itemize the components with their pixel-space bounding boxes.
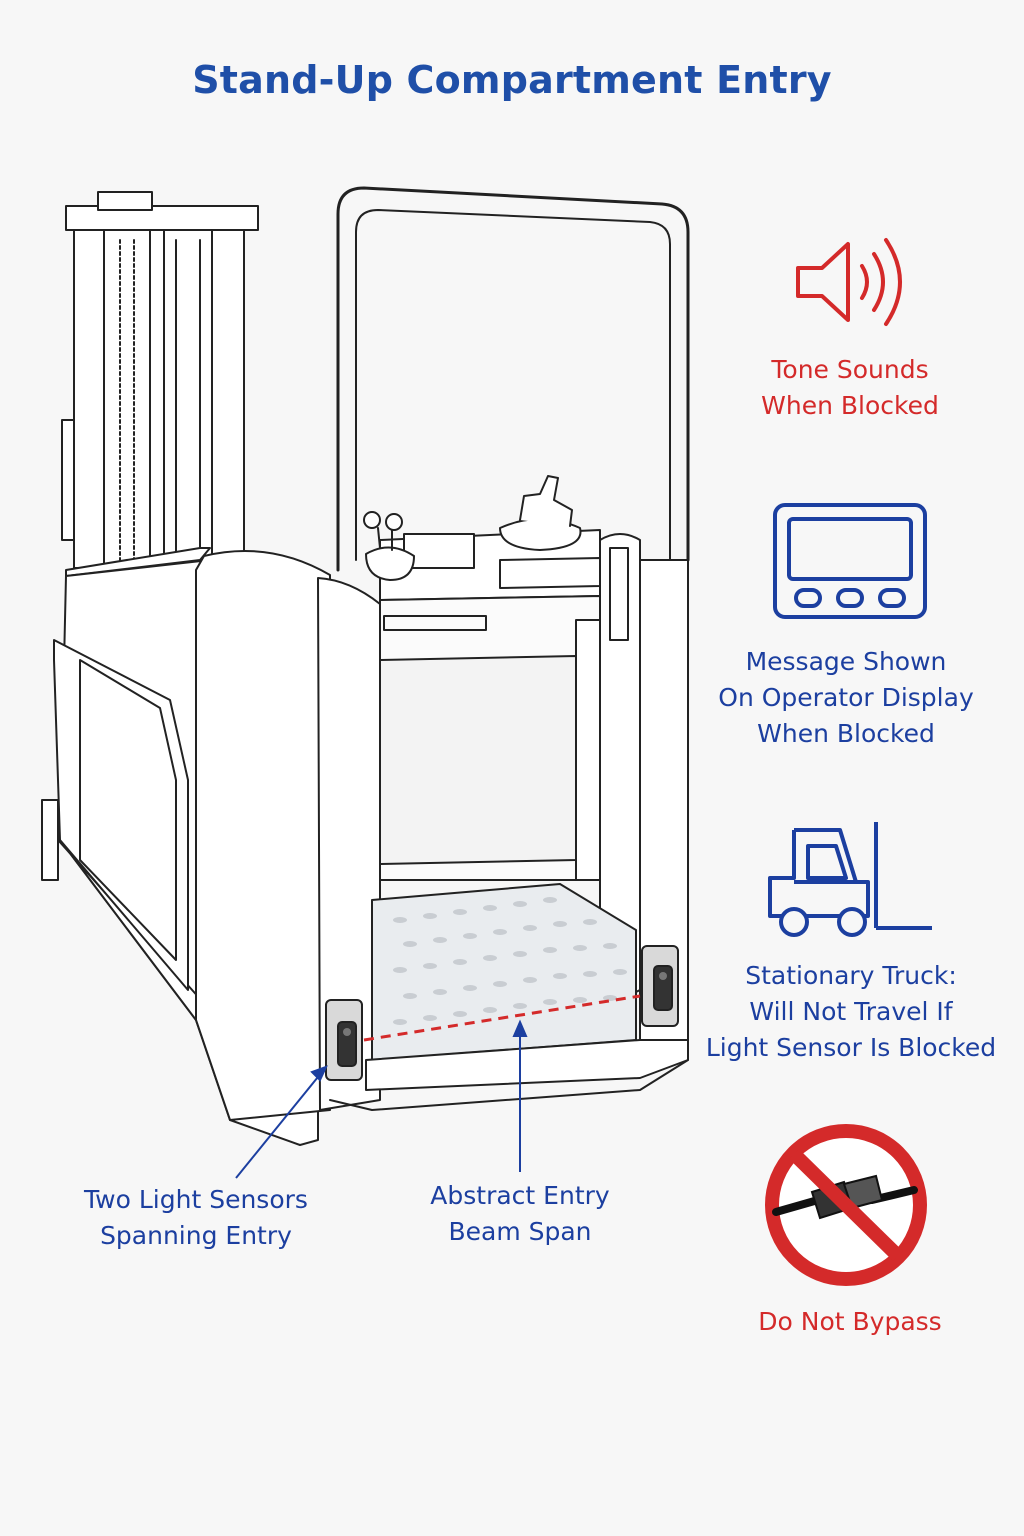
sensors-callout: Two Light Sensors Spanning Entry [84, 1185, 308, 1250]
compartment-back-wall [379, 595, 601, 881]
display-callout: Message Shown On Operator Display When B… [718, 647, 974, 748]
forklift-icon [768, 822, 932, 937]
overhead-guard [336, 186, 690, 572]
floor-tread-pattern [393, 897, 627, 1025]
compartment-left-wall [195, 550, 381, 1121]
beam-callout: Abstract Entry Beam Span [430, 1181, 610, 1246]
mast [61, 191, 259, 569]
light-sensor-right [641, 945, 679, 1027]
stationary-callout: Stationary Truck: Will Not Travel If Lig… [705, 961, 997, 1062]
console [363, 475, 601, 601]
truck-body [41, 547, 319, 1146]
sensor-callout-arrow [235, 1071, 323, 1179]
compartment-right-wall [575, 533, 689, 1061]
no-bypass-icon [765, 1124, 927, 1286]
page-title: Stand-Up Compartment Entry [192, 58, 832, 102]
tone-callout: Tone Sounds When Blocked [761, 355, 939, 420]
operator-display-icon [773, 503, 927, 619]
light-sensor-left [325, 999, 363, 1081]
bypass-callout: Do Not Bypass [758, 1307, 942, 1336]
compartment-floor [329, 883, 689, 1111]
entry-beam [363, 994, 641, 1042]
speaker-icon [796, 238, 902, 326]
